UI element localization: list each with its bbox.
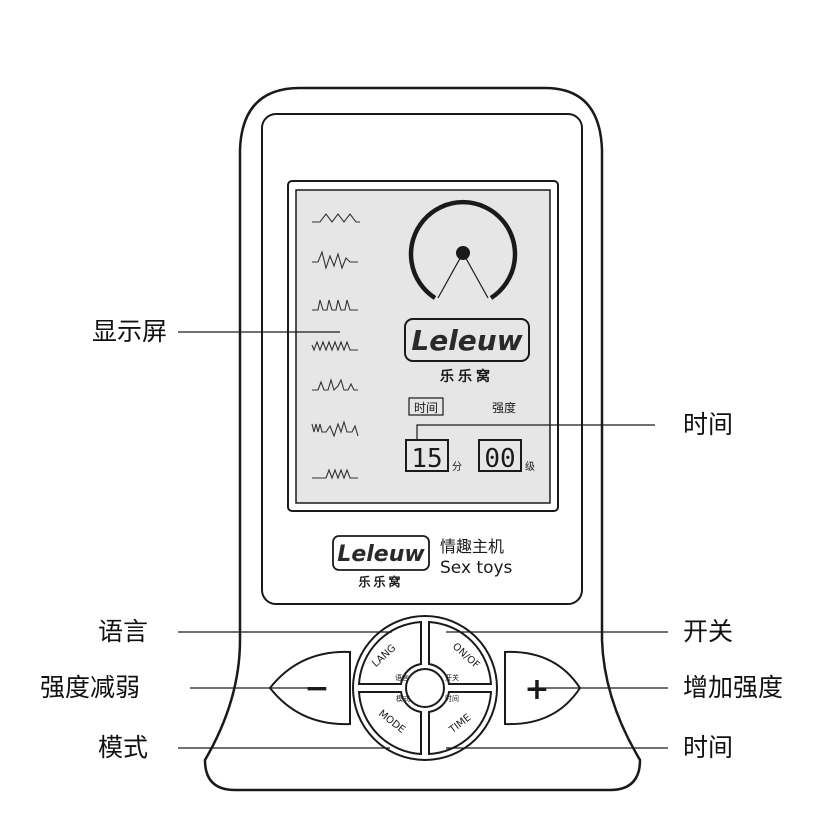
waveform-icon-3 <box>312 299 358 311</box>
onoff-label-cn: 开关 <box>445 673 459 682</box>
callout-display: 显示屏 <box>92 317 168 346</box>
body-subtitle-en: Sex toys <box>440 558 513 578</box>
time-unit: 分 <box>452 461 462 473</box>
callout-time-top: 时间 <box>683 410 734 439</box>
callout-language: 语言 <box>98 617 149 646</box>
level-unit: 级 <box>525 461 535 473</box>
waveform-list <box>311 213 360 480</box>
dial-arc <box>408 200 518 300</box>
waveform-icon-2 <box>312 250 358 270</box>
level-readout-box <box>478 439 522 472</box>
lcd-screen <box>295 189 551 504</box>
screen-logo-text: Leleuw <box>411 324 522 357</box>
screen-logo: Leleuw 乐乐窝 <box>404 318 530 385</box>
body-brand-cn: 乐乐窝 <box>358 574 403 589</box>
leader-lines <box>178 331 668 749</box>
mode-label-cn: 模式 <box>396 694 410 703</box>
lang-label-cn: 语言 <box>395 673 409 682</box>
intensity-dial <box>408 200 518 300</box>
body-subtitle-cn: 情趣主机 <box>440 537 504 556</box>
body-logo-text: Leleuw <box>337 542 425 567</box>
time-label-box <box>408 397 444 416</box>
time-button-label-cn: 时间 <box>445 694 459 703</box>
time-value: 15 <box>411 444 442 474</box>
callout-time-bottom: 时间 <box>683 733 734 762</box>
mode-button[interactable] <box>357 691 422 756</box>
screen-label-time: 时间 <box>414 401 438 415</box>
onoff-button[interactable] <box>428 620 493 685</box>
waveform-icon-1 <box>312 213 360 223</box>
callout-increase: 增加强度 <box>683 673 784 702</box>
plus-glyph: + <box>524 672 549 707</box>
waveform-icon-4 <box>311 340 358 352</box>
screen-label-intensity: 强度 <box>492 400 516 415</box>
time-button[interactable] <box>428 691 493 756</box>
body-logo: Leleuw 乐乐窝 情趣主机 Sex toys <box>332 535 513 589</box>
waveform-icon-7 <box>312 468 358 480</box>
waveform-icon-5 <box>312 378 358 392</box>
level-value: 00 <box>484 444 515 474</box>
waveform-icon-6 <box>311 420 359 438</box>
lang-button[interactable] <box>357 620 422 685</box>
quad-button-cluster: LANG 语言 ON/OF 开关 MODE 模式 TIME 时间 <box>352 615 498 761</box>
time-readout-box <box>405 439 449 472</box>
callout-decrease: 强度减弱 <box>40 673 141 702</box>
screen-brand-cn: 乐乐窝 <box>440 368 494 385</box>
callout-power: 开关 <box>683 617 734 646</box>
callout-mode: 模式 <box>98 733 149 762</box>
